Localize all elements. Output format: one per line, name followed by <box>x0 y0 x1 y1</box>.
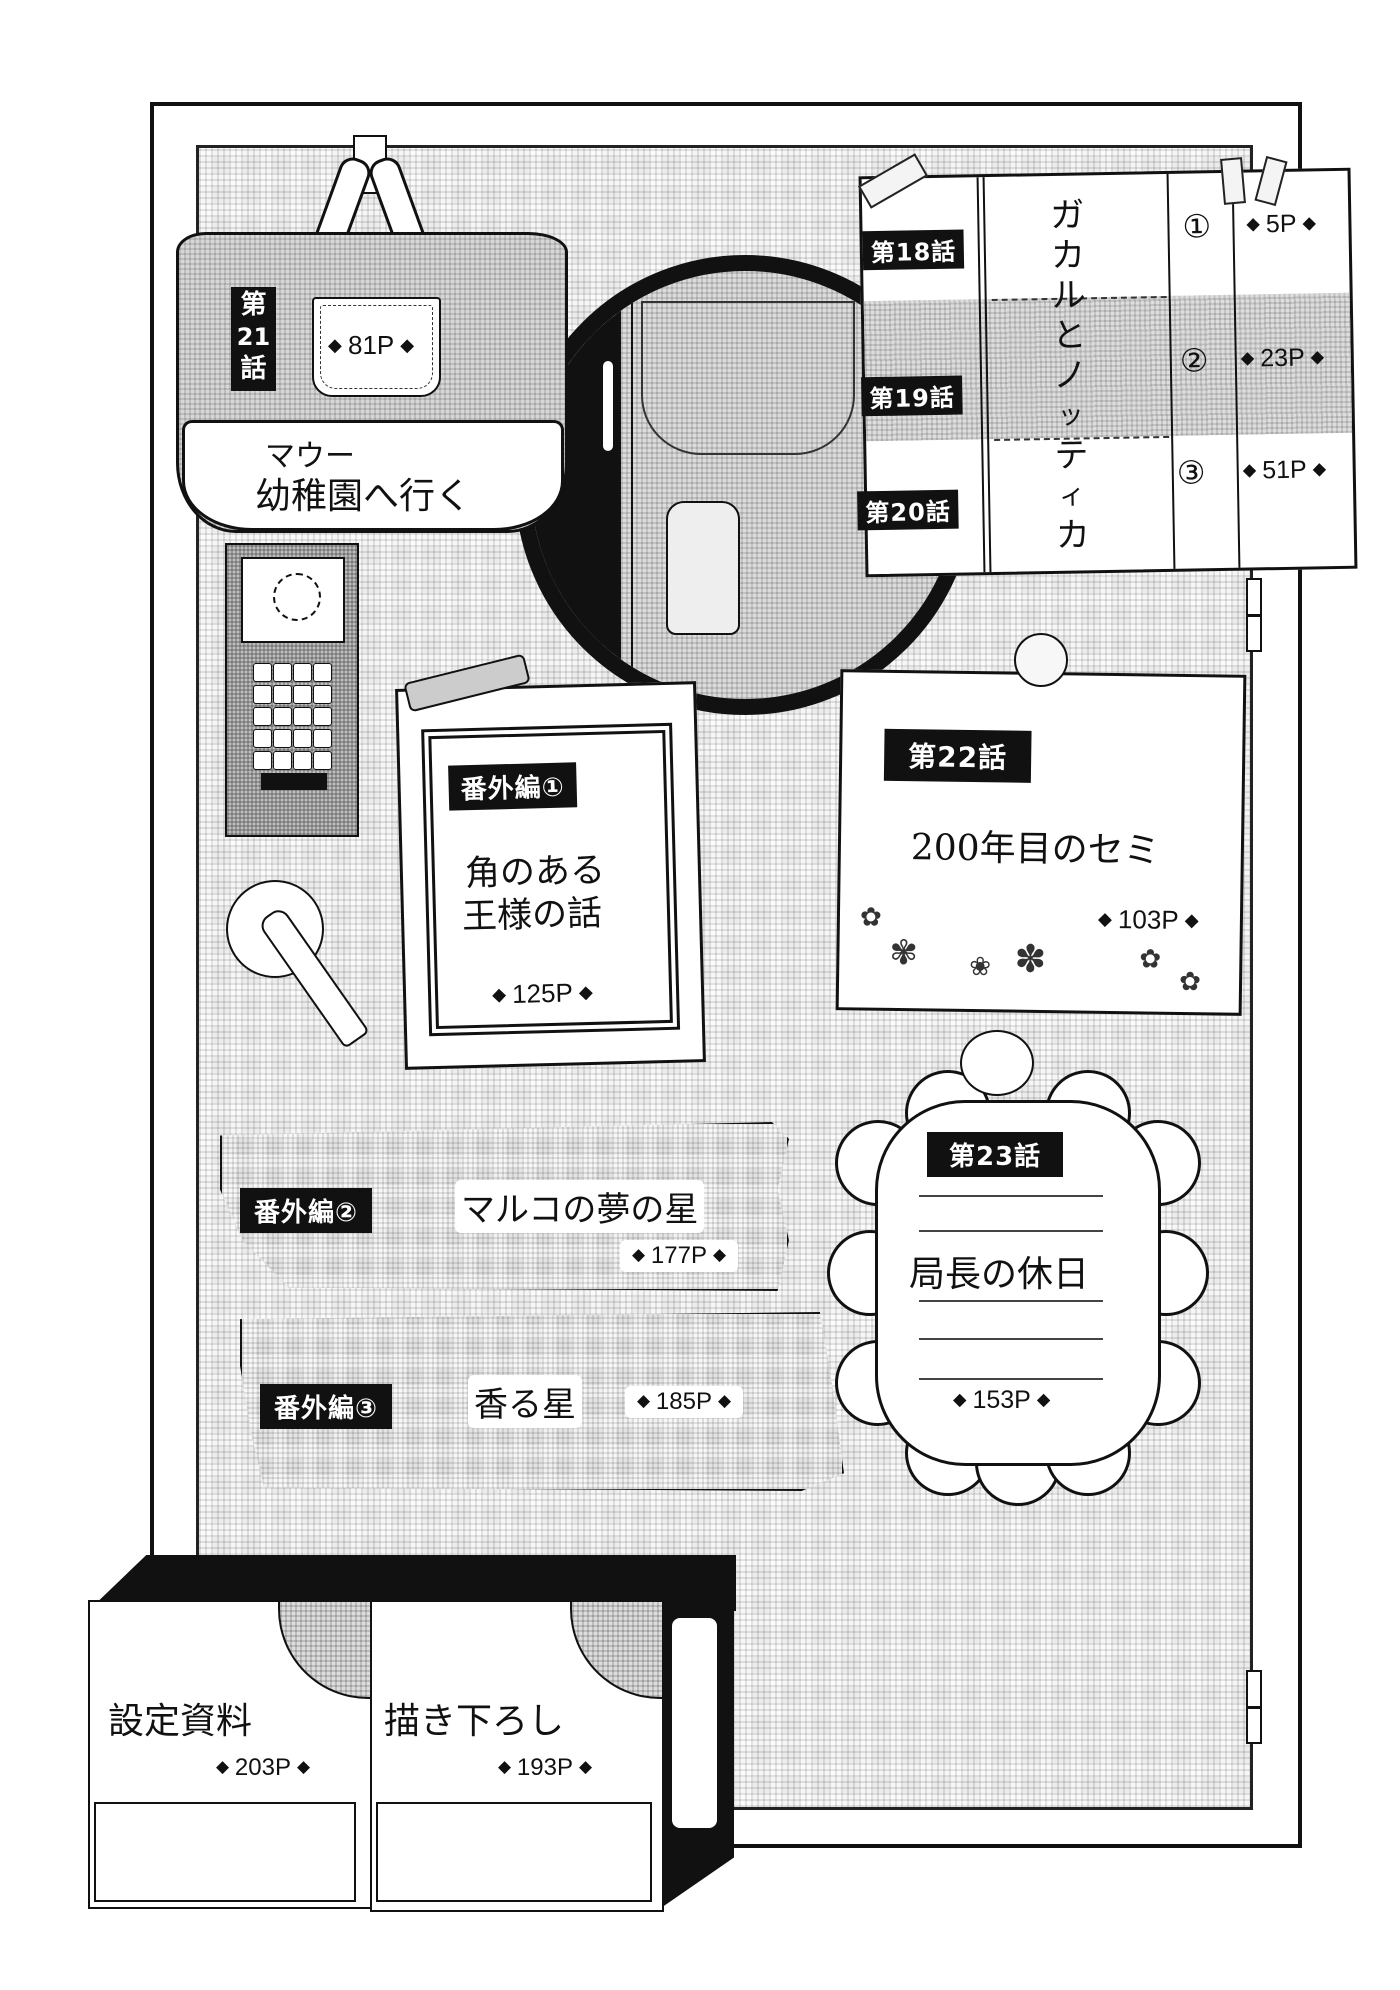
part2-marker: ② <box>1179 341 1209 380</box>
character-head-icon <box>960 1030 1034 1096</box>
part3-marker: ③ <box>1176 453 1206 492</box>
box-emblem-icon <box>278 1602 370 1699</box>
extra3-label: 番外編③ <box>260 1384 393 1429</box>
cloud-frame-icon: 第23話 局長の休日 ◆153P◆ <box>827 1060 1209 1506</box>
star-doodle-icon: ✿ <box>1139 944 1162 975</box>
extra3-title: 香る星 <box>468 1375 582 1428</box>
box1-title: 設定資料 <box>108 1701 253 1742</box>
creature-doodle-icon: ✽ <box>1014 936 1047 982</box>
star-doodle-icon: ✿ <box>1178 966 1202 998</box>
box-settei-shiryou: 設定資料 ◆203P◆ <box>88 1600 372 1909</box>
chapter21-title-line2: 幼稚園へ行く <box>255 476 472 517</box>
extra1-title-line2: 王様の話 <box>461 893 603 938</box>
hinge-icon <box>1246 1670 1262 1744</box>
masking-tape-icon <box>1220 157 1246 205</box>
chapter18-label: 第18話 <box>862 229 965 271</box>
chapter23-page: ◆153P◆ <box>953 1386 1051 1414</box>
chapter23-title: 局長の休日 <box>909 1254 1090 1295</box>
box2-page: ◆193P◆ <box>498 1754 592 1781</box>
ghost-doodle-icon: ❀ <box>969 952 992 983</box>
extra1-ornate-card: 番外編① 角のある 王様の話 ◆125P◆ <box>395 681 706 1070</box>
hanging-curtain-icon <box>641 301 855 455</box>
box-emblem-icon <box>570 1602 662 1699</box>
box1-page: ◆203P◆ <box>216 1754 310 1781</box>
extra2-title: マルコの夢の星 <box>455 1180 705 1233</box>
chapter21-label: 第 21 話 <box>231 287 276 391</box>
part2-page: ◆23P◆ <box>1240 343 1325 373</box>
chapter23-label: 第23話 <box>927 1132 1064 1177</box>
box1-blank-label <box>94 1802 356 1902</box>
extra2-page: ◆177P◆ <box>620 1240 738 1272</box>
serial-title-vertical: ガ カ ル と ノ ッ テ ィ カ <box>1049 195 1091 556</box>
part1-marker: ① <box>1182 207 1212 246</box>
intercom-phone-icon <box>225 543 359 837</box>
serial-chapter-sheet: 第18話 第19話 第20話 ガ カ ル と ノ ッ テ ィ カ ① ◆5P◆ … <box>857 167 1358 578</box>
box-side-window <box>672 1618 717 1828</box>
extra1-page: ◆125P◆ <box>491 977 594 1010</box>
jar-icon <box>666 501 740 635</box>
extra1-label: 番外編① <box>448 762 578 811</box>
bag-flap: マウー 幼稚園へ行く <box>182 420 564 531</box>
part1-page: ◆5P◆ <box>1246 209 1317 239</box>
chapter22-page: ◆103P◆ <box>1097 904 1199 935</box>
chapter21-page: ◆81P◆ <box>328 330 415 360</box>
pushpin-icon <box>1014 633 1068 687</box>
box2-title: 描き下ろし <box>384 1701 565 1742</box>
extra2-label: 番外編② <box>240 1188 373 1233</box>
chapter22-title: 200年目のセミ <box>910 827 1160 872</box>
extra3-page: ◆185P◆ <box>625 1386 743 1418</box>
chapter19-label: 第19話 <box>861 375 964 417</box>
box-kakioroshi: 描き下ろし ◆193P◆ <box>370 1600 664 1912</box>
chapter22-label: 第22話 <box>883 728 1032 783</box>
part3-page: ◆51P◆ <box>1242 455 1327 485</box>
star-doodle-icon: ✿ <box>859 902 882 933</box>
chapter21-title-line1: マウー <box>265 439 355 474</box>
chapter22-note: 第22話 200年目のセミ ◆103P◆ ✿ ✾ ❀ ✽ ✿ ✿ <box>835 669 1247 1016</box>
box2-blank-label <box>376 1802 652 1902</box>
bag-pocket <box>312 297 441 397</box>
hinge-icon <box>1246 578 1262 652</box>
bug-doodle-icon: ✾ <box>889 932 919 974</box>
chapter20-label: 第20話 <box>857 489 960 531</box>
